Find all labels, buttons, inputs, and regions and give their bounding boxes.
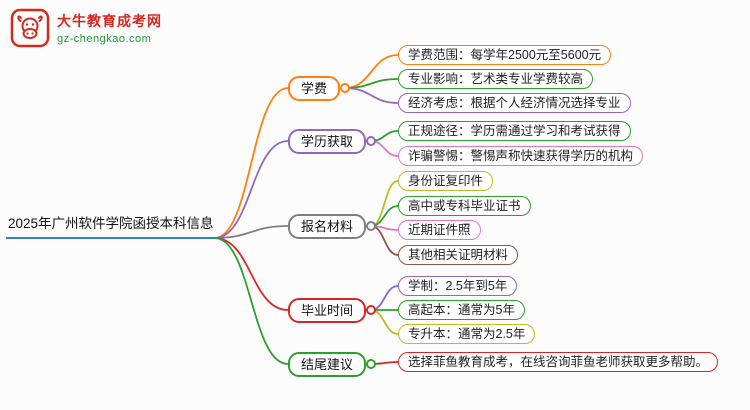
bull-logo-icon [10,8,50,48]
link-curve [213,225,289,239]
link-curve [344,87,399,104]
collapse-dot[interactable] [366,221,376,231]
logo-text: 大牛教育成考网 gz-chengkao.com [57,11,162,45]
leaf-node[interactable]: 其他相关证明材料 [398,245,519,265]
collapse-dot[interactable] [366,136,376,146]
link-curve [213,237,289,365]
leaf-node[interactable]: 专业影响：艺术类专业学费较高 [398,69,594,89]
leaf-node[interactable]: 选择菲鱼教育成考，在线咨询菲鱼老师获取更多帮助。 [398,352,719,372]
branch-node[interactable]: 结尾建议 [288,351,367,377]
leaf-node[interactable]: 高起本：通常为5年 [398,300,525,320]
leaf-node[interactable]: 专升本：通常为2.5年 [398,324,536,344]
branch-node[interactable]: 学费 [288,75,341,101]
collapse-dot[interactable] [366,359,376,369]
leaf-node[interactable]: 正规途径：学历需通过学习和考试获得 [398,121,631,141]
leaf-node[interactable]: 身份证复印件 [398,171,494,191]
leaf-node[interactable]: 高中或专科毕业证书 [398,196,531,216]
leaf-node[interactable]: 经济考虑：根据个人经济情况选择专业 [398,93,631,113]
link-curve [213,87,289,239]
root-node[interactable]: 2025年广州软件学院函授本科信息 [6,215,216,239]
link-curve [213,140,289,239]
branch-node[interactable]: 报名材料 [288,213,367,239]
brand-name: 大牛教育成考网 [57,13,162,29]
branch-node[interactable]: 毕业时间 [288,297,367,323]
collapse-dot[interactable] [340,83,350,93]
leaf-node[interactable]: 诈骗警惕：警惕声称快速获得学历的机构 [398,146,644,166]
site-logo: 大牛教育成考网 gz-chengkao.com [10,8,162,48]
link-curve [370,180,399,227]
leaf-node[interactable]: 近期证件照 [398,220,481,240]
link-curve [213,237,289,311]
leaf-node[interactable]: 学制：2.5年到5年 [398,276,518,296]
link-curve [370,309,399,335]
branch-node[interactable]: 学历获取 [288,128,367,154]
collapse-dot[interactable] [366,305,376,315]
leaf-node[interactable]: 学费范围：每学年2500元至5600元 [398,45,612,65]
brand-domain: gz-chengkao.com [57,33,152,45]
